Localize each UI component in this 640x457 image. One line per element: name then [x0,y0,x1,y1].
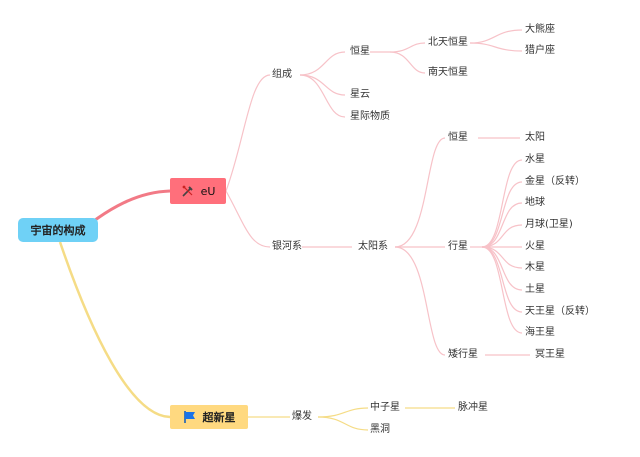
node-tianwang[interactable]: 天王星（反转） [525,306,595,317]
node-maichong[interactable]: 脉冲星 [458,402,488,413]
node-heidong[interactable]: 黑洞 [370,424,390,435]
node-liehu[interactable]: 猎户座 [525,45,555,56]
node-nantian[interactable]: 南天恒星 [428,67,468,78]
node-jinxing[interactable]: 金星（反转） [525,176,585,187]
node-huoxing[interactable]: 火星 [525,241,545,252]
node-xingji[interactable]: 星际物质 [350,111,390,122]
node-yinhe[interactable]: 银河系 [272,241,302,252]
node-taiyangxi[interactable]: 太阳系 [358,241,388,252]
node-xingyun[interactable]: 星云 [350,89,370,100]
node-zucheng[interactable]: 组成 [272,69,292,80]
flag-icon [183,411,195,423]
node-haiwang[interactable]: 海王星 [525,327,555,338]
branch-eu-label: eU [200,184,216,198]
node-xingxing[interactable]: 行星 [448,241,468,252]
node-aixing[interactable]: 矮行星 [448,349,478,360]
node-tuxing[interactable]: 土星 [525,284,545,295]
branch-supernova[interactable]: 超新星 [170,405,248,429]
node-muxing[interactable]: 木星 [525,262,545,273]
node-zhongzi[interactable]: 中子星 [370,402,400,413]
node-taiyang[interactable]: 太阳 [525,132,545,143]
node-shuixing[interactable]: 水星 [525,154,545,165]
node-baofa[interactable]: 爆发 [292,411,312,422]
root-node[interactable]: 宇宙的构成 [18,218,98,242]
branch-eu[interactable]: eU [170,178,226,204]
root-label: 宇宙的构成 [30,224,86,237]
tools-icon [182,185,193,197]
node-mingwang[interactable]: 冥王星 [535,349,565,360]
node-daxiong[interactable]: 大熊座 [525,24,555,35]
node-hengxing[interactable]: 恒星 [350,46,370,57]
node-beitian[interactable]: 北天恒星 [428,37,468,48]
node-hengxing-sun[interactable]: 恒星 [448,132,468,143]
branch-supernova-label: 超新星 [202,411,236,424]
node-yueqiu[interactable]: 月球(卫星) [525,219,573,230]
node-diqiu[interactable]: 地球 [525,197,545,208]
